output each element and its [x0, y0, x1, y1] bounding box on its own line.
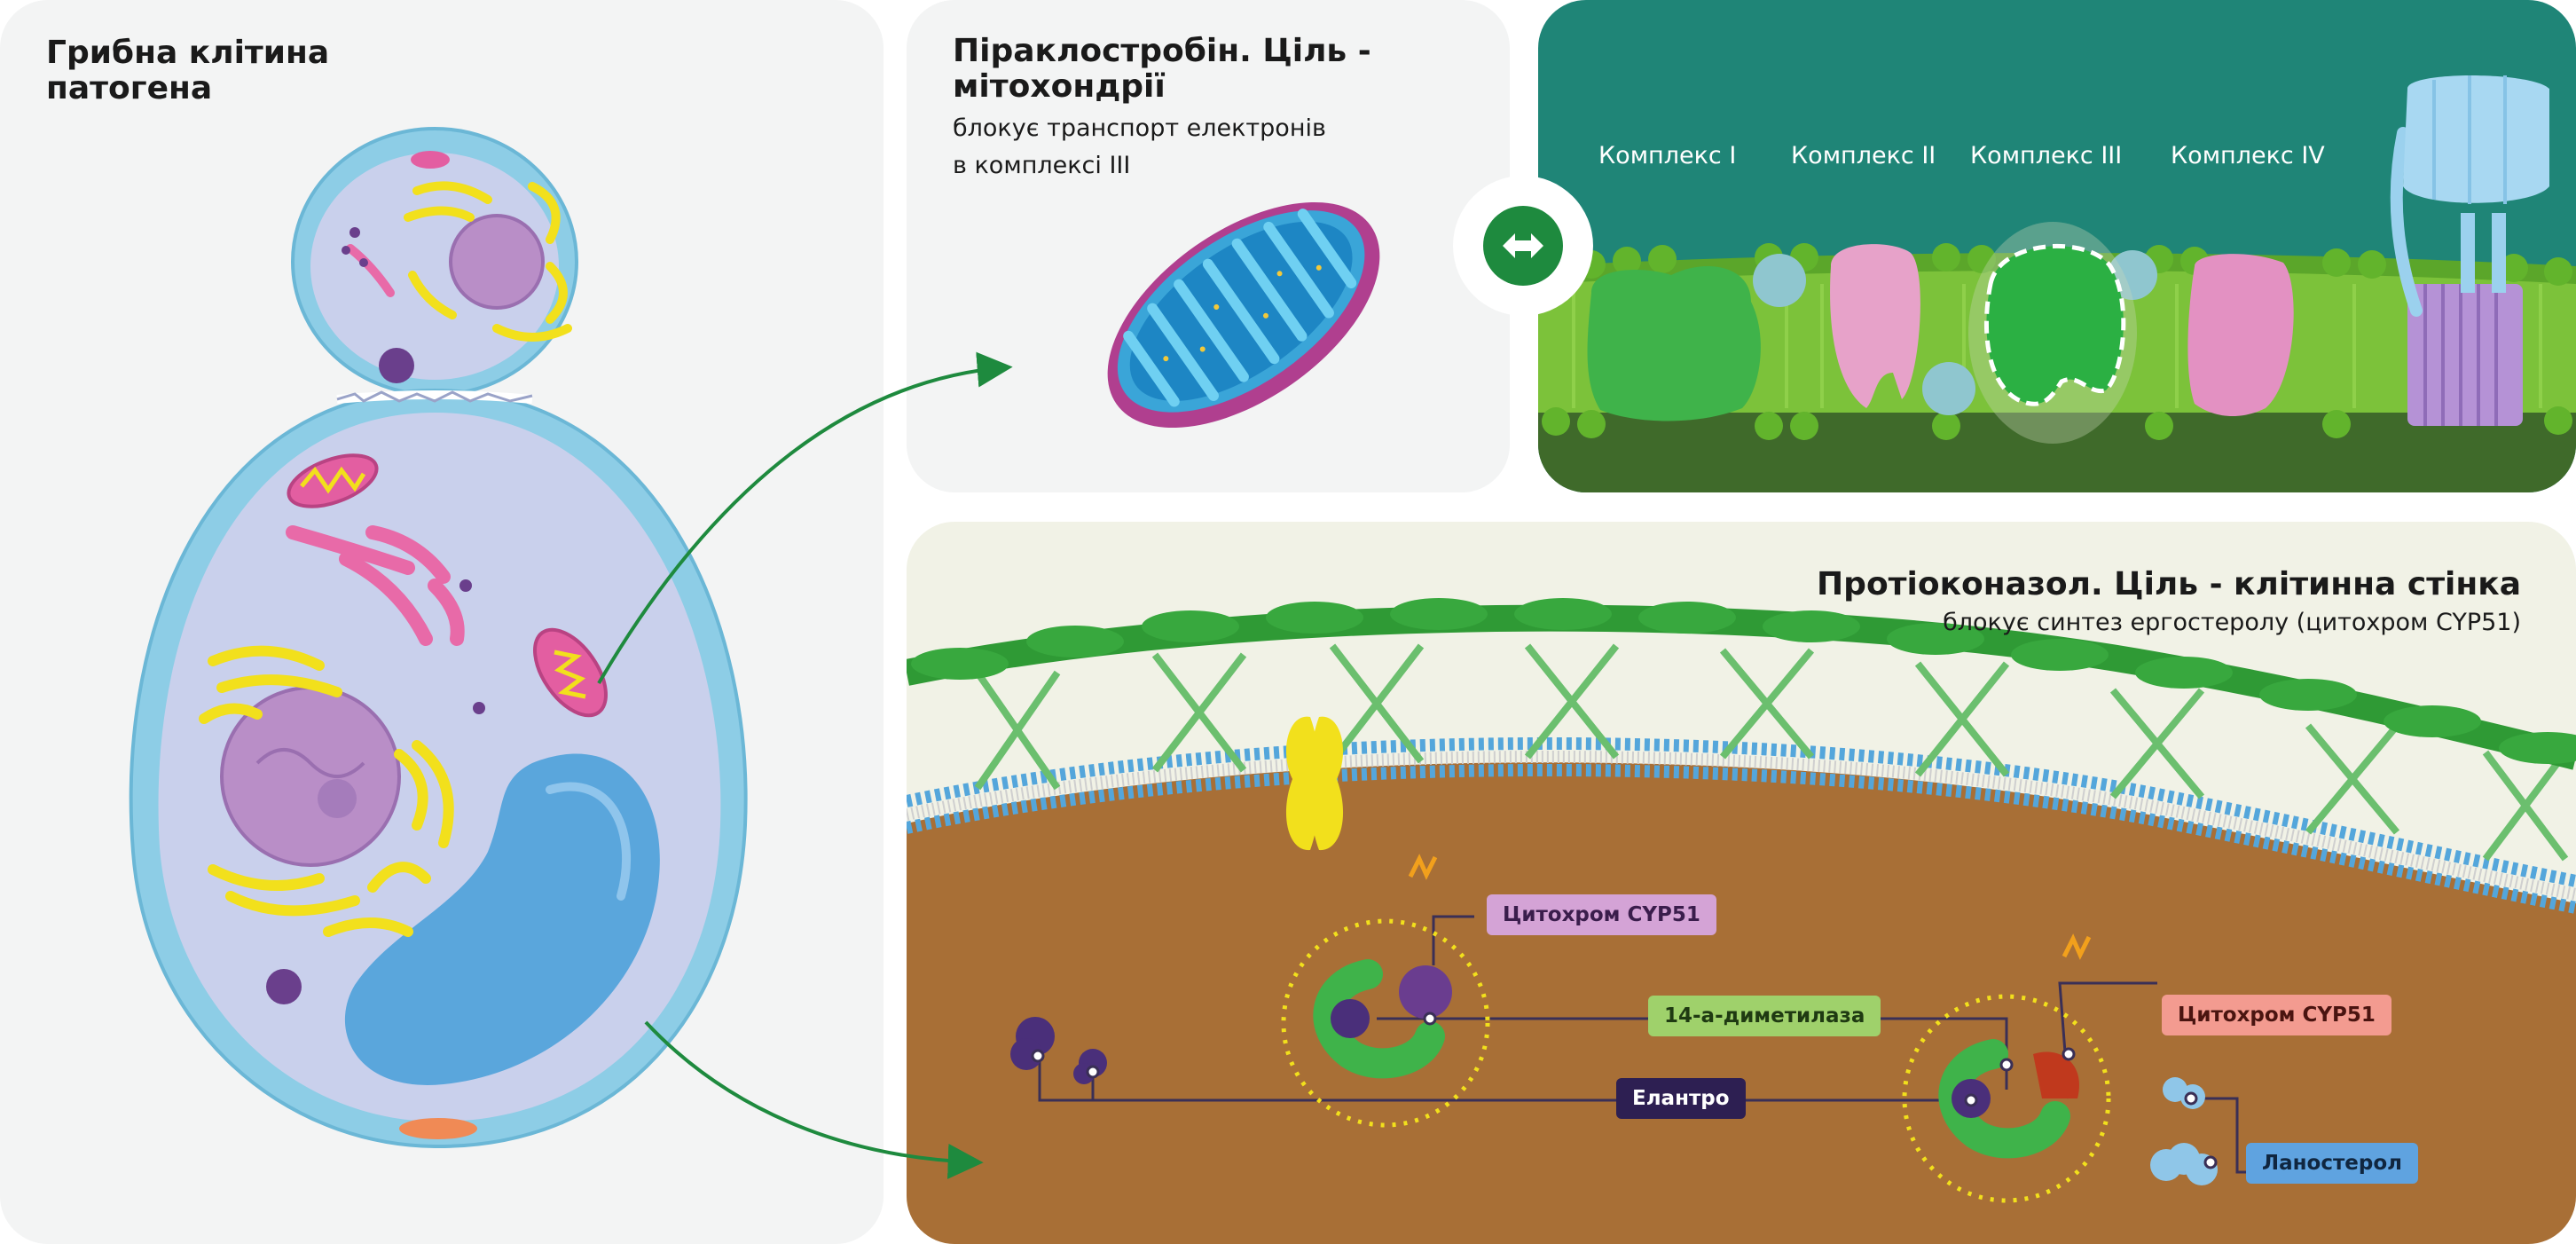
electron-transport-chain-panel: Комплекс I Комплекс II Комплекс III Комп…: [1538, 0, 2576, 492]
wall-panel-subtitle: блокує синтез ергостеролу (цитохром CYP5…: [1943, 609, 2521, 636]
cell-panel-title: Грибна клітина патогена: [46, 35, 330, 106]
cell-wall-panel: Протіоконазол. Ціль - клітинна стінка бл…: [907, 522, 2576, 1244]
lanosterol-label: Ланостерол: [2246, 1143, 2418, 1184]
complex-1-label: Комплекс I: [1598, 142, 1737, 169]
cyp51-right-label: Цитохром CYP51: [2162, 995, 2391, 1035]
complex-3-label: Комплекс III: [1970, 142, 2123, 169]
complex-4-label: Комплекс IV: [2171, 142, 2325, 169]
mitochondria-panel: Піраклостробін. Ціль - мітохондрії блоку…: [907, 0, 1510, 492]
demethylase-label: 14-а-диметилаза: [1648, 996, 1881, 1036]
mito-panel-subtitle: блокує транспорт електронів в комплексі …: [953, 114, 1326, 179]
membrane-complexes-illustration: [1538, 75, 2576, 492]
double-arrow-toggle-button[interactable]: [1453, 176, 1593, 316]
elantro-label: Елантро: [1616, 1078, 1746, 1119]
cyp51-top-label: Цитохром CYP51: [1487, 894, 1716, 935]
double-arrow-glyph: [1503, 233, 1543, 258]
wall-panel-title: Протіоконазол. Ціль - клітинна стінка: [1817, 566, 2521, 602]
fungal-cell-panel: Грибна клітина патогена: [0, 0, 884, 1244]
complex-2-label: Комплекс II: [1791, 142, 1936, 169]
mito-panel-title: Піраклостробін. Ціль - мітохондрії: [953, 33, 1371, 105]
mitochondrion-illustration: [1107, 201, 1380, 429]
fungal-cell-illustration: [129, 127, 748, 1149]
double-arrow-icon: [1483, 206, 1563, 286]
